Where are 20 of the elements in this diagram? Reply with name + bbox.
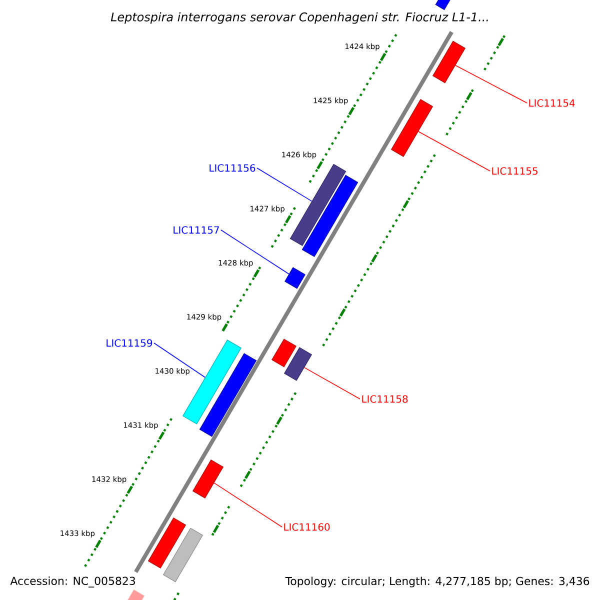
gene-label: LIC11154 xyxy=(529,99,575,107)
gene-bar xyxy=(284,267,306,289)
leader-line xyxy=(214,482,282,528)
title: Leptospira interrogans serovar Copenhageni str. Fiocruz L1-1... xyxy=(110,12,488,24)
gene-label: LIC11160 xyxy=(284,523,330,531)
leader-line xyxy=(154,342,206,378)
gene-label: LIC11156 xyxy=(210,164,256,172)
leader-line xyxy=(455,65,528,104)
gene-label: LIC11158 xyxy=(362,395,408,403)
accession-text: Accession: NC_005823 xyxy=(10,576,136,588)
leader-line xyxy=(256,168,312,202)
leader-line xyxy=(304,367,360,400)
gene-bar xyxy=(199,353,257,437)
genome-info-text: Topology: circular; Length: 4,277,185 bp; Genes: 3,436 xyxy=(285,576,590,588)
gene-bar xyxy=(435,0,451,10)
gene-label: LIC11157 xyxy=(174,226,219,234)
gene-label: LIC11155 xyxy=(492,167,538,175)
leader-line xyxy=(418,131,490,172)
gene-label: LIC11159 xyxy=(106,339,152,347)
leader-line xyxy=(220,230,290,274)
